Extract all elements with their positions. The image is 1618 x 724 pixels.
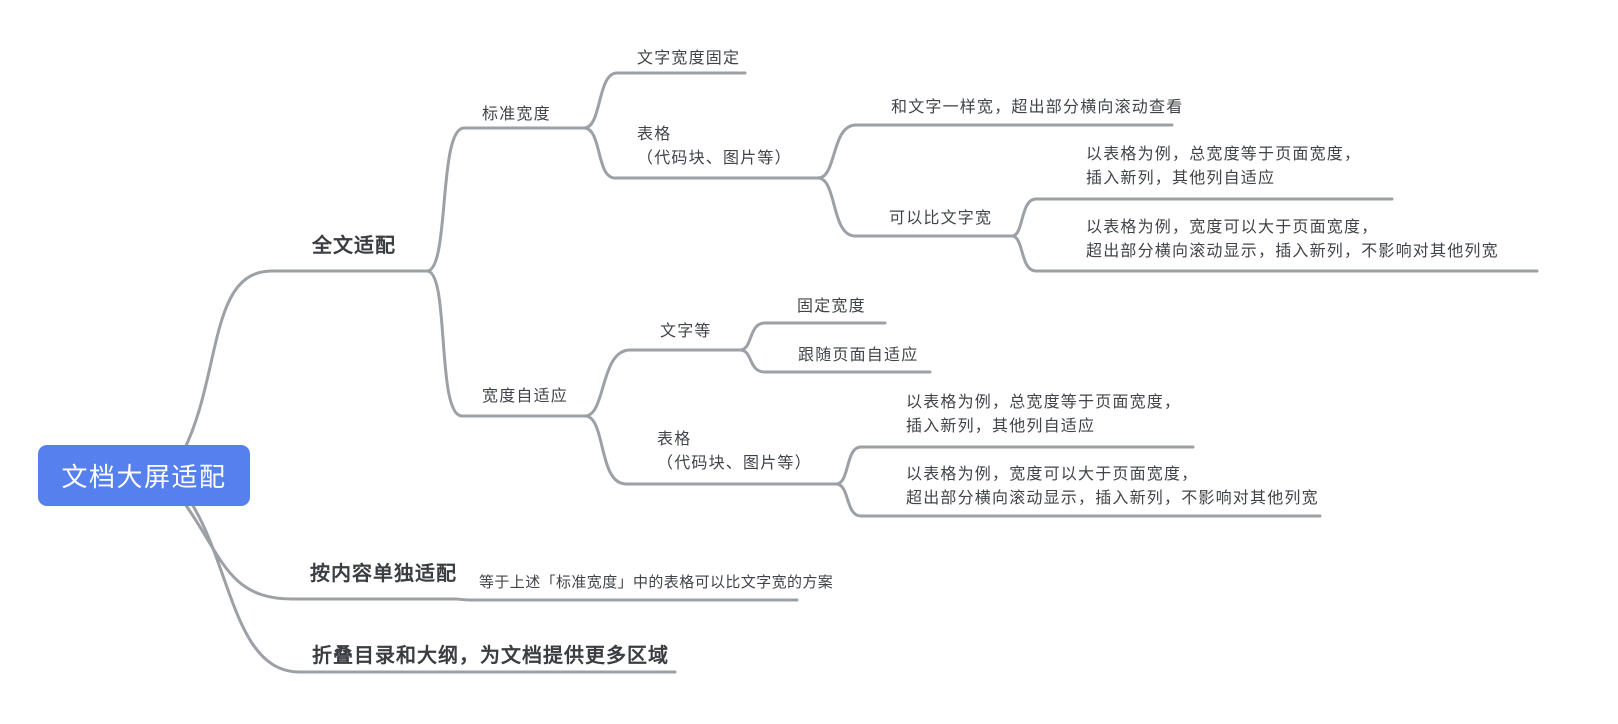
connector-follow-page — [738, 348, 932, 374]
connector-text-width-fixed — [582, 71, 747, 130]
connector-full-text-fit — [181, 269, 429, 454]
node-adaptive-fit-page[interactable]: 以表格为例，总宽度等于页面宽度， 插入新列，其他列自适应 — [906, 394, 1182, 435]
node-width-adaptive[interactable]: 宽度自适应 — [482, 388, 569, 405]
connector-wider-fit-page — [1010, 197, 1394, 238]
connector-equal-scheme — [453, 597, 799, 602]
connector-adaptive-fit-page — [834, 445, 1195, 486]
node-adaptive-overflow[interactable]: 以表格为例，宽度可以大于页面宽度， 超出部分横向滚动显示，插入新列，不影响对其他… — [906, 466, 1319, 507]
connector-text-etc — [583, 348, 742, 418]
node-same-width-scroll[interactable]: 和文字一样宽，超出部分横向滚动查看 — [891, 99, 1184, 116]
node-standard-width[interactable]: 标准宽度 — [482, 106, 551, 123]
node-fit-by-content[interactable]: 按内容单独适配 — [310, 563, 457, 585]
node-collapse-toc[interactable]: 折叠目录和大纲，为文档提供更多区域 — [312, 645, 669, 667]
connector-wider-than-text — [816, 176, 1014, 238]
node-fixed-width[interactable]: 固定宽度 — [797, 298, 866, 315]
connector-collapse-toc — [190, 502, 677, 674]
connector-width-adaptive — [425, 269, 587, 418]
connector-same-width-scroll — [816, 123, 1174, 180]
node-text-etc[interactable]: 文字等 — [660, 323, 712, 340]
connector-standard-width — [425, 126, 586, 273]
connector-adaptive-overflow — [834, 482, 1322, 518]
node-full-text-fit[interactable]: 全文适配 — [312, 235, 396, 257]
connector-wider-overflow — [1010, 234, 1539, 273]
node-wider-fit-page[interactable]: 以表格为例，总宽度等于页面宽度， 插入新列，其他列自适应 — [1086, 146, 1362, 187]
node-table-adaptive[interactable]: 表格 （代码块、图片等） — [657, 431, 812, 472]
node-table-standard[interactable]: 表格 （代码块、图片等） — [637, 126, 792, 167]
node-root[interactable]: 文档大屏适配 — [38, 445, 250, 506]
connector-table-adaptive — [583, 414, 838, 486]
node-text-width-fixed[interactable]: 文字宽度固定 — [637, 50, 741, 67]
connector-fit-by-content — [183, 502, 457, 601]
node-follow-page[interactable]: 跟随页面自适应 — [798, 347, 919, 364]
connector-table-standard — [582, 126, 820, 180]
node-wider-overflow[interactable]: 以表格为例，宽度可以大于页面宽度， 超出部分横向滚动显示，插入新列，不影响对其他… — [1086, 219, 1499, 260]
connector-fixed-width — [738, 321, 887, 352]
node-equal-scheme[interactable]: 等于上述「标准宽度」中的表格可以比文字宽的方案 — [479, 574, 834, 591]
node-wider-than-text[interactable]: 可以比文字宽 — [889, 210, 993, 227]
